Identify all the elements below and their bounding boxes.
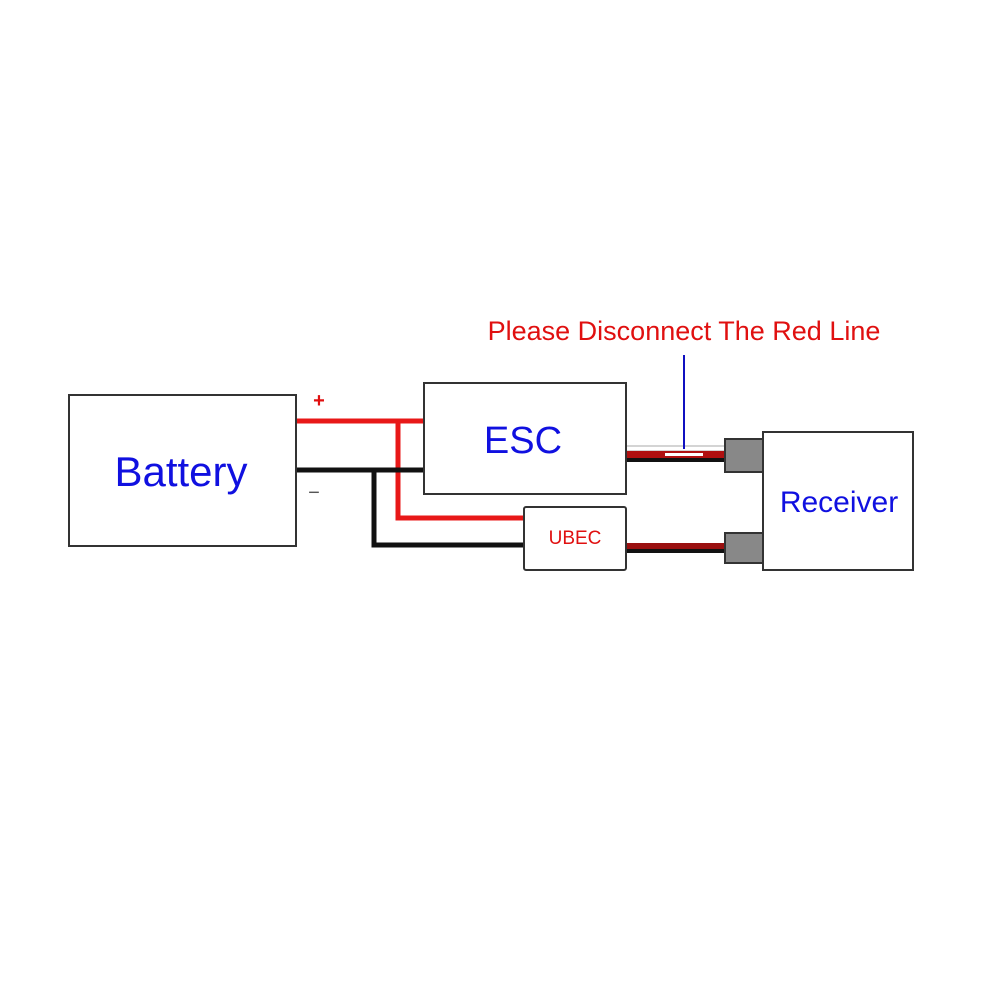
ubec-lead-red-wire: [626, 543, 726, 549]
battery-label: Battery: [114, 448, 247, 495]
battery-box: [68, 394, 297, 547]
esc-lead-black-wire: [626, 458, 726, 462]
esc-label: ESC: [484, 420, 562, 462]
receiver-label: Receiver: [780, 486, 898, 519]
ubec-positive-wire: [395, 421, 524, 521]
esc-lead-white-wire: [625, 445, 727, 452]
ubec-negative-wire: [371, 470, 524, 548]
receiver-box: [762, 431, 914, 571]
esc-connector: [724, 438, 764, 473]
disconnect-mark: [665, 453, 703, 456]
esc-box: [423, 382, 627, 495]
positive-sign: +: [313, 390, 325, 412]
ubec-connector: [724, 532, 764, 564]
ubec-lead-black-wire: [626, 549, 726, 553]
disconnect-note: Please Disconnect The Red Line: [488, 316, 881, 346]
ubec-box: [523, 506, 627, 571]
negative-sign: −: [308, 482, 320, 504]
ubec-label: UBEC: [549, 528, 602, 549]
